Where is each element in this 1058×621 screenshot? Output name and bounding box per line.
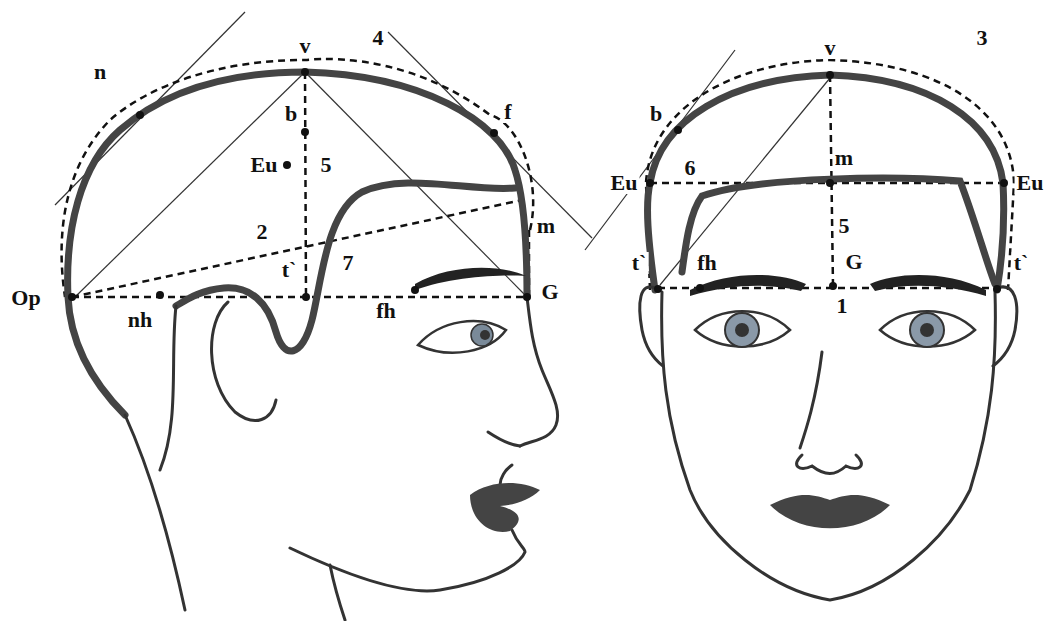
eye xyxy=(695,311,790,346)
hairline xyxy=(682,178,995,284)
landmark-label: G xyxy=(843,251,864,273)
skull-outline xyxy=(648,75,1004,290)
measure-number: 2 xyxy=(255,221,270,243)
eye xyxy=(418,321,506,353)
landmark-dot xyxy=(674,126,682,134)
landmark-label: v xyxy=(298,35,313,57)
landmark-dot xyxy=(490,129,498,137)
tangent-line xyxy=(75,72,305,297)
pupil xyxy=(920,323,934,337)
landmark-dot xyxy=(826,71,834,79)
dashed-line xyxy=(72,200,522,297)
landmark-label: m xyxy=(535,215,557,237)
eyebrow xyxy=(415,268,526,290)
landmark-label: v xyxy=(823,37,838,59)
landmark-dot xyxy=(301,128,309,136)
measure-lines xyxy=(62,59,1014,297)
landmark-dot xyxy=(302,293,310,301)
measure-number: 7 xyxy=(341,252,356,274)
landmark-label: fh xyxy=(695,252,719,274)
landmark-dot xyxy=(696,284,704,292)
eyebrow xyxy=(690,275,806,296)
landmark-dot xyxy=(829,282,837,290)
landmark-dot xyxy=(136,111,144,119)
dashed-contour xyxy=(646,60,1014,290)
landmark-label: nh xyxy=(126,309,154,331)
landmark-label: m xyxy=(833,147,855,169)
landmark-dot xyxy=(826,179,834,187)
landmark-dot xyxy=(646,179,654,187)
landmark-dot xyxy=(301,68,309,76)
measure-number: 4 xyxy=(371,27,386,49)
landmark-dot xyxy=(283,161,291,169)
eyebrow xyxy=(870,275,986,296)
tangent-lines xyxy=(55,12,830,297)
dashed-line xyxy=(72,296,527,299)
face-lines xyxy=(125,287,1017,620)
landmark-label: n xyxy=(92,61,108,83)
neck-line xyxy=(330,565,345,620)
face-outline xyxy=(662,292,996,600)
landmark-label: Eu xyxy=(609,172,640,194)
landmark-dot xyxy=(156,291,164,299)
landmark-label: Eu xyxy=(1015,172,1046,194)
dashed-line xyxy=(305,72,306,297)
landmark-dots xyxy=(68,68,1008,301)
skull-outlines xyxy=(68,72,1004,415)
iris xyxy=(910,313,944,347)
landmark-dot xyxy=(1000,179,1008,187)
landmark-label: b xyxy=(648,103,664,125)
skull-outline xyxy=(68,72,527,415)
measure-number: 5 xyxy=(319,154,334,176)
landmark-label: fh xyxy=(374,300,398,322)
nose-tip xyxy=(797,455,862,474)
measure-number: 1 xyxy=(835,295,850,317)
eye xyxy=(880,311,975,346)
landmark-label: t` xyxy=(630,252,649,274)
features xyxy=(415,268,986,532)
nose-line xyxy=(800,352,822,448)
measure-number: 5 xyxy=(837,215,852,237)
lips xyxy=(770,495,890,528)
landmark-label: G xyxy=(539,281,560,303)
pupil xyxy=(480,330,490,340)
landmark-label: b xyxy=(283,103,299,125)
nostril xyxy=(488,432,520,446)
landmark-label: t` xyxy=(1012,252,1031,274)
landmark-dot xyxy=(68,293,76,301)
landmark-label: f xyxy=(502,101,513,123)
landmark-label: t` xyxy=(280,259,299,281)
measure-number: 3 xyxy=(975,27,990,49)
pupil xyxy=(735,323,749,337)
landmark-dot xyxy=(993,285,1001,293)
dashed-contour xyxy=(62,59,534,297)
measure-number: 6 xyxy=(683,157,698,179)
ear-outline xyxy=(640,287,663,366)
landmark-dot xyxy=(654,285,662,293)
landmark-dot xyxy=(523,293,531,301)
landmark-label: Op xyxy=(9,287,42,309)
landmark-label: Eu xyxy=(249,154,280,176)
face-profile xyxy=(520,297,558,446)
iris xyxy=(725,313,759,347)
lips xyxy=(470,483,540,532)
neck-line xyxy=(125,306,185,610)
iris xyxy=(471,324,493,346)
ear-outline xyxy=(212,302,276,421)
landmark-dot xyxy=(411,286,419,294)
